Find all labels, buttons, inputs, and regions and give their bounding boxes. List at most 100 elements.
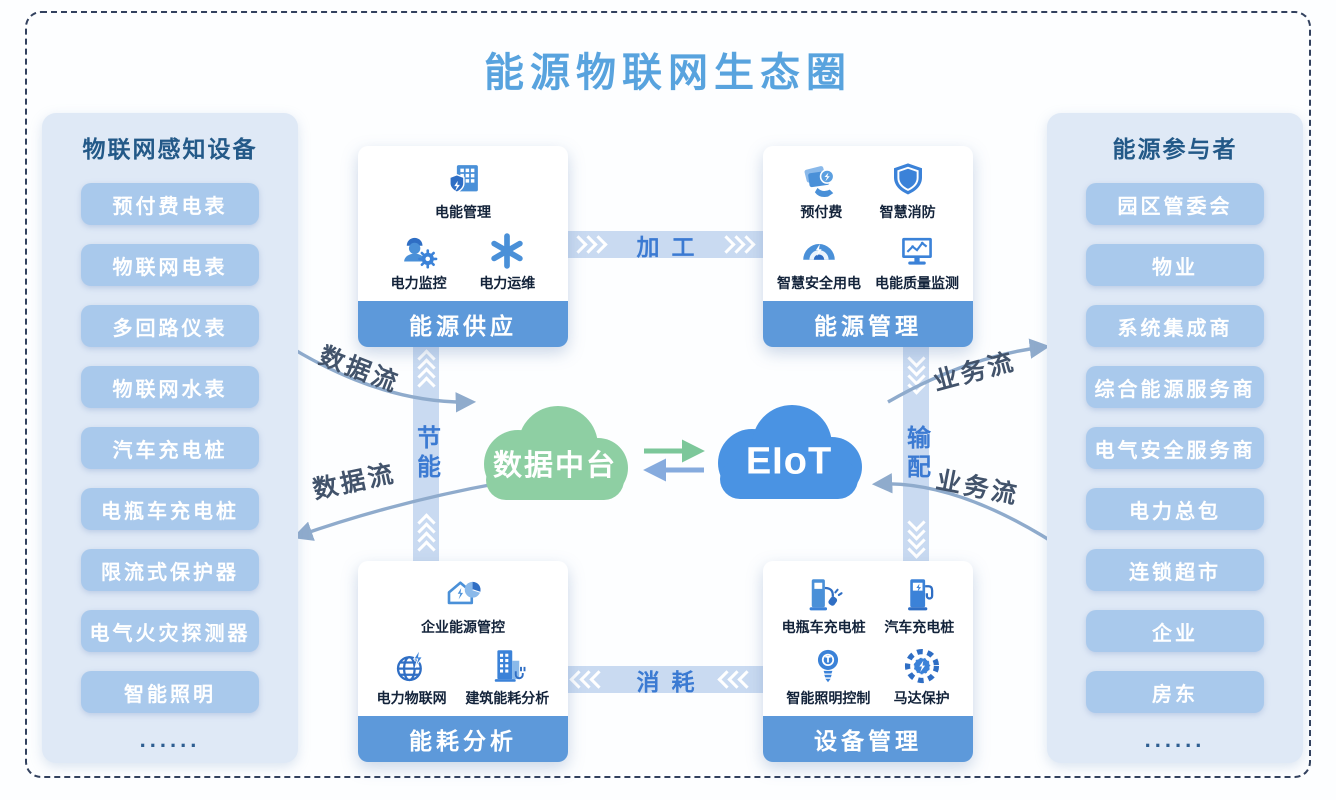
feature-enterprise-energy: 企业能源管控 <box>421 574 505 637</box>
more-ellipsis: ...... <box>1144 727 1206 752</box>
save-energy-label: 节能 <box>412 425 440 483</box>
chevrons-right-icon <box>569 231 608 258</box>
feature-motor-protection: 马达保护 <box>894 645 950 708</box>
sidebar-item[interactable]: 汽车充电桩 <box>81 427 259 469</box>
sidebar-item[interactable]: 电力总包 <box>1086 488 1264 530</box>
sidebar-item[interactable]: 连锁超市 <box>1086 549 1264 591</box>
card-features: 电能管理电力监控 电力运维 <box>358 152 568 300</box>
card-energy-management: 预付费 智慧消防智慧安全用电电能质量监测 能源管理 <box>763 146 973 347</box>
feature-power-iot: 电力物联网 <box>377 645 447 708</box>
feature-label: 电瓶车充电桩 <box>781 619 866 636</box>
feature-label: 企业能源管控 <box>421 619 505 636</box>
left-panel-items: 预付费电表物联网电表多回路仪表物联网水表汽车充电桩电瓶车充电桩限流式保护器电气火… <box>42 183 298 713</box>
power-management-icon <box>442 159 484 201</box>
feature-label: 预付费 <box>800 204 843 221</box>
sidebar-item[interactable]: 综合能源服务商 <box>1086 366 1264 408</box>
smart-lighting-icon <box>807 645 849 687</box>
sidebar-item[interactable]: 预付费电表 <box>81 183 259 225</box>
consume-flow-band: 消耗 <box>568 666 763 695</box>
building-energy-icon <box>486 645 528 687</box>
feature-safe-power: 智慧安全用电 <box>777 230 861 293</box>
feature-label: 电力监控 <box>390 274 447 291</box>
feature-label: 智慧安全用电 <box>777 274 861 291</box>
feature-label: 电能管理 <box>435 204 491 221</box>
diagram-title: 能源物联网生态圈 <box>484 51 852 95</box>
power-quality-icon <box>896 230 938 272</box>
card-energy-analysis: 企业能源管控电力物联网 建筑能耗分析 能耗分析 <box>358 561 568 762</box>
card-energy-supply: 电能管理电力监控 电力运维 能源供应 <box>358 146 568 347</box>
safe-power-icon <box>798 230 840 272</box>
feature-power-quality: 电能质量监测 <box>875 230 959 293</box>
sidebar-item[interactable]: 智能照明 <box>81 671 259 713</box>
data-platform-label: 数据中台 <box>492 450 617 483</box>
sidebar-item[interactable]: 房东 <box>1086 671 1264 713</box>
card-footer: 能源管理 <box>763 301 973 347</box>
cloud-icon <box>718 405 862 499</box>
feature-power-ops: 电力运维 <box>479 230 535 293</box>
chevrons-up-icon <box>416 349 436 395</box>
more-ellipsis: ...... <box>139 727 201 752</box>
power-ops-icon <box>486 230 528 272</box>
panel-title: 物联网感知设备 <box>82 136 258 162</box>
card-footer: 能耗分析 <box>358 716 568 762</box>
feature-ebike-charger: 电瓶车充电桩 <box>782 574 866 637</box>
sidebar-item[interactable]: 企业 <box>1086 610 1264 652</box>
feature-label: 建筑能耗分析 <box>465 689 550 706</box>
chevrons-down-icon <box>906 349 926 395</box>
feature-label: 汽车充电桩 <box>884 619 955 636</box>
feature-label: 电力运维 <box>479 274 536 291</box>
power-iot-icon <box>391 645 433 687</box>
save-energy-band: 节能 <box>413 347 440 561</box>
sidebar-item[interactable]: 限流式保护器 <box>81 549 259 591</box>
consume-flow-label: 消耗 <box>636 668 707 695</box>
feature-label: 电能质量监测 <box>875 274 959 291</box>
chevrons-right-icon <box>717 231 756 258</box>
feature-label: 智慧消防 <box>879 204 936 221</box>
feature-label: 马达保护 <box>893 689 950 706</box>
eiot-cloud: EIoT <box>704 400 874 514</box>
feature-label: 智能照明控制 <box>786 689 871 706</box>
enterprise-energy-icon <box>442 574 484 616</box>
transmission-band: 输配 <box>903 347 930 561</box>
feature-smart-lighting: 智能照明控制 <box>786 645 870 708</box>
sidebar-item[interactable]: 电气火灾探测器 <box>81 610 259 652</box>
sidebar-item[interactable]: 电瓶车充电桩 <box>81 488 259 530</box>
right-panel-items: 园区管委会物业系统集成商综合能源服务商电气安全服务商电力总包连锁超市企业房东 <box>1047 183 1303 713</box>
card-features: 预付费 智慧消防智慧安全用电电能质量监测 <box>763 152 973 300</box>
feature-car-charger: 汽车充电桩 <box>884 574 954 637</box>
sidebar-item[interactable]: 电气安全服务商 <box>1086 427 1264 469</box>
cloud-icon <box>484 406 628 500</box>
chevrons-up-icon <box>416 513 436 559</box>
feature-building-energy: 建筑能耗分析 <box>465 645 549 708</box>
eiot-label: EIoT <box>745 440 833 483</box>
power-monitoring-icon <box>398 230 440 272</box>
sidebar-item[interactable]: 多回路仪表 <box>81 305 259 347</box>
iot-devices-panel: 物联网感知设备 预付费电表物联网电表多回路仪表物联网水表汽车充电桩电瓶车充电桩限… <box>42 113 298 763</box>
chevrons-left-icon <box>717 666 756 693</box>
fire-shield-icon <box>887 159 929 201</box>
car-charger-icon <box>898 574 940 616</box>
card-footer: 能源供应 <box>358 301 568 347</box>
feature-prepaid: 预付费 <box>800 159 842 222</box>
sidebar-item[interactable]: 物联网电表 <box>81 244 259 286</box>
sidebar-item[interactable]: 园区管委会 <box>1086 183 1264 225</box>
feature-label: 电力物联网 <box>376 689 447 706</box>
process-flow-band: 加工 <box>568 231 763 260</box>
feature-power-management: 电能管理 <box>435 159 491 222</box>
sidebar-item[interactable]: 物联网水表 <box>81 366 259 408</box>
chevrons-left-icon <box>569 666 608 693</box>
sidebar-item[interactable]: 物业 <box>1086 244 1264 286</box>
feature-power-monitoring: 电力监控 <box>391 230 447 293</box>
sidebar-item[interactable]: 系统集成商 <box>1086 305 1264 347</box>
card-features: 企业能源管控电力物联网 建筑能耗分析 <box>358 567 568 715</box>
card-features: 电瓶车充电桩 汽车充电桩智能照明控制 马达保护 <box>763 567 973 715</box>
chevrons-down-icon <box>906 513 926 559</box>
prepaid-icon <box>800 159 842 201</box>
ebike-charger-icon <box>803 574 845 616</box>
motor-protection-icon <box>901 645 943 687</box>
dashed-border <box>25 11 1311 778</box>
process-flow-label: 加工 <box>636 233 707 260</box>
energy-participants-panel: 能源参与者 园区管委会物业系统集成商综合能源服务商电气安全服务商电力总包连锁超市… <box>1047 113 1303 763</box>
panel-title: 能源参与者 <box>1112 136 1238 162</box>
